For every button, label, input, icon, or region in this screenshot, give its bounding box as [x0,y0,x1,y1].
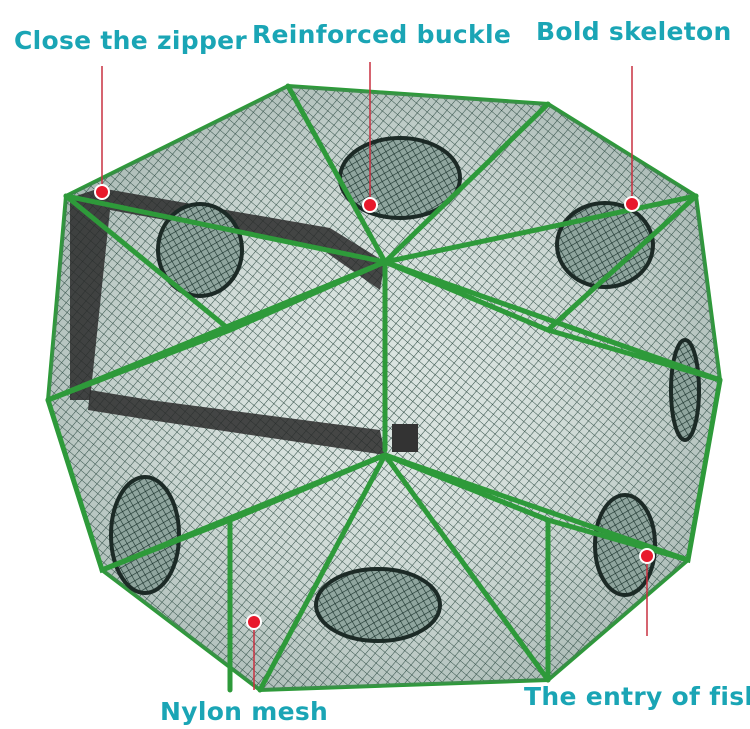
skeleton-pointer-dot [624,196,640,212]
buckle-pointer-dot [362,197,378,213]
bold-skeleton-label: Bold skeleton [536,17,732,46]
callout-lines [101,62,648,690]
entry-of-fish-label: The entry of fish [524,682,750,711]
frame-skeleton [45,83,723,693]
zipper-pointer-dot [94,184,110,200]
close-zipper-label: Close the zipper [14,26,248,55]
entry-pointer-dot [639,548,655,564]
nylon-mesh-label: Nylon mesh [160,697,329,726]
mesh-pointer-dot [246,614,262,630]
zipper-panel [70,188,418,455]
callout-dots [94,184,655,630]
reinforced-buckle-label: Reinforced buckle [252,20,512,49]
fish-entry-funnels [109,136,701,643]
